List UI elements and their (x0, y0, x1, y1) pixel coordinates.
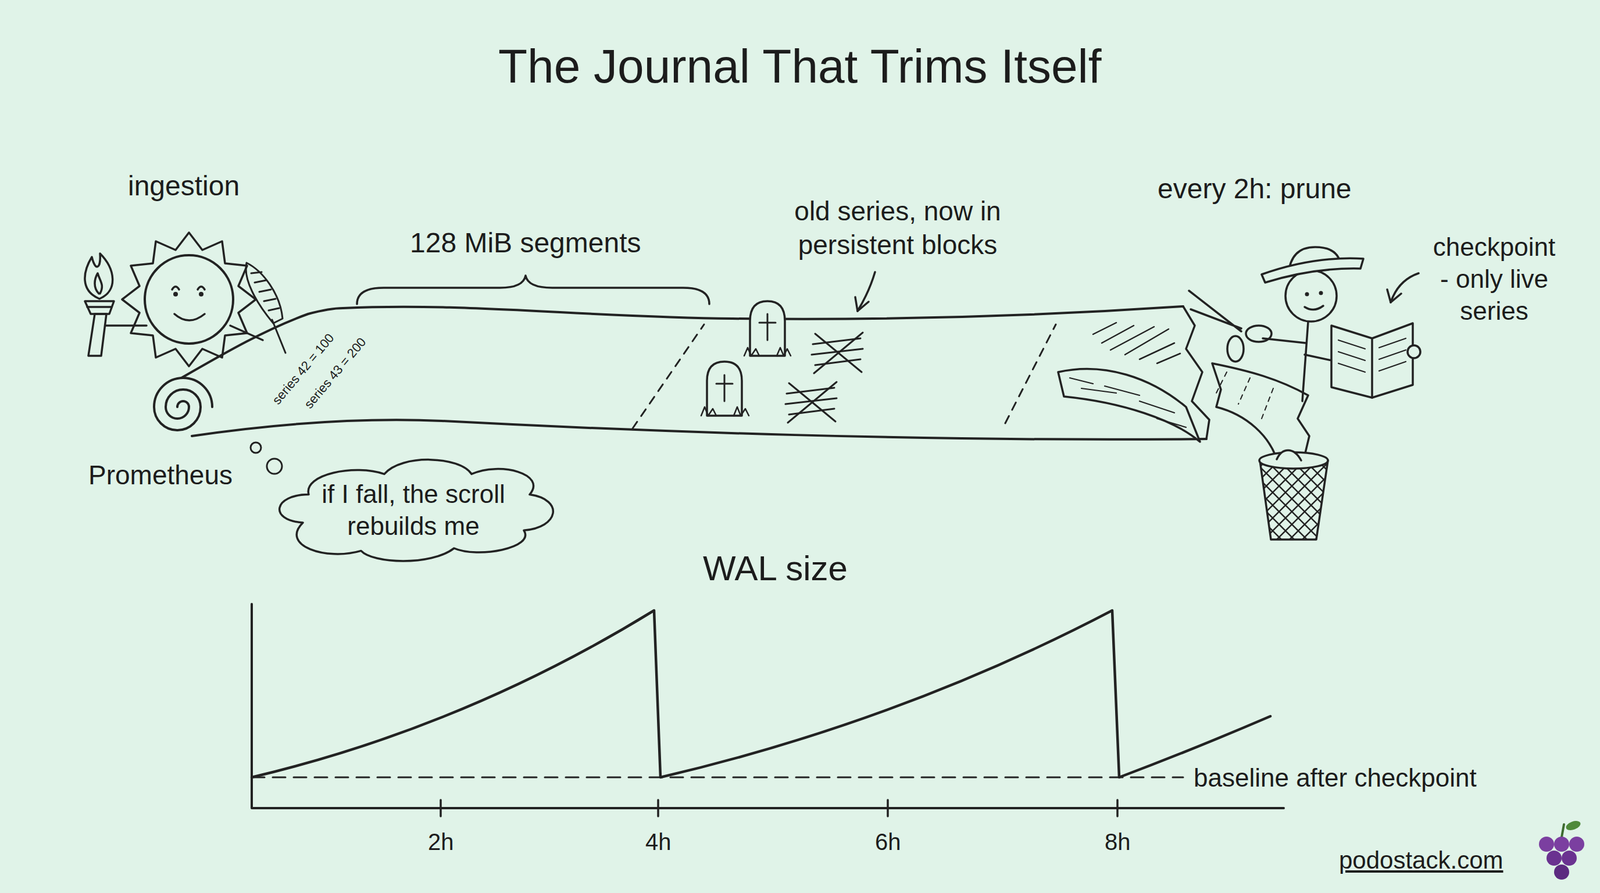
axis-tick: 4h (645, 827, 672, 857)
thought-bubble: if I fall, the scroll rebuilds me (268, 445, 559, 574)
annotation: checkpoint - only live series (1427, 230, 1561, 327)
stage-label: ingestion (127, 168, 240, 204)
cloud-outline (268, 445, 559, 574)
leader-arrow (1387, 273, 1419, 303)
thought-dots (250, 442, 282, 474)
segment-label: 128 MiB segments (409, 225, 642, 261)
grapes-logo (1538, 819, 1585, 880)
chart-title: WAL size (702, 546, 848, 591)
baseline-label: baseline after checkpoint (1193, 761, 1477, 794)
deleted-series (785, 332, 863, 423)
leader-arrow (855, 272, 875, 312)
axis-tick: 8h (1104, 827, 1131, 857)
waste-basket (1259, 450, 1328, 541)
axis-tick: 2h (427, 827, 455, 857)
annotation: old series, now in persistent blocks (784, 194, 1012, 262)
bubble-text-group: if I fall, the scroll rebuilds me (317, 477, 510, 542)
axis-tick: 6h (875, 827, 902, 857)
segment-brace (356, 275, 710, 305)
bubble-text: if I fall, the scroll rebuilds me (317, 477, 510, 542)
torch-icon (84, 253, 114, 356)
actor-label: Prometheus (88, 458, 233, 493)
watermark: podostack.com (1338, 845, 1503, 877)
wal-scroll (154, 306, 1210, 440)
gravestone-icon (701, 301, 791, 416)
step-label: every 2h: prune (1157, 171, 1352, 207)
torn-strips (1058, 363, 1310, 468)
diagram-title: The Journal That Trims Itself (498, 36, 1102, 97)
pruner-figure (1188, 247, 1421, 402)
wal-size-chart (251, 604, 1284, 817)
